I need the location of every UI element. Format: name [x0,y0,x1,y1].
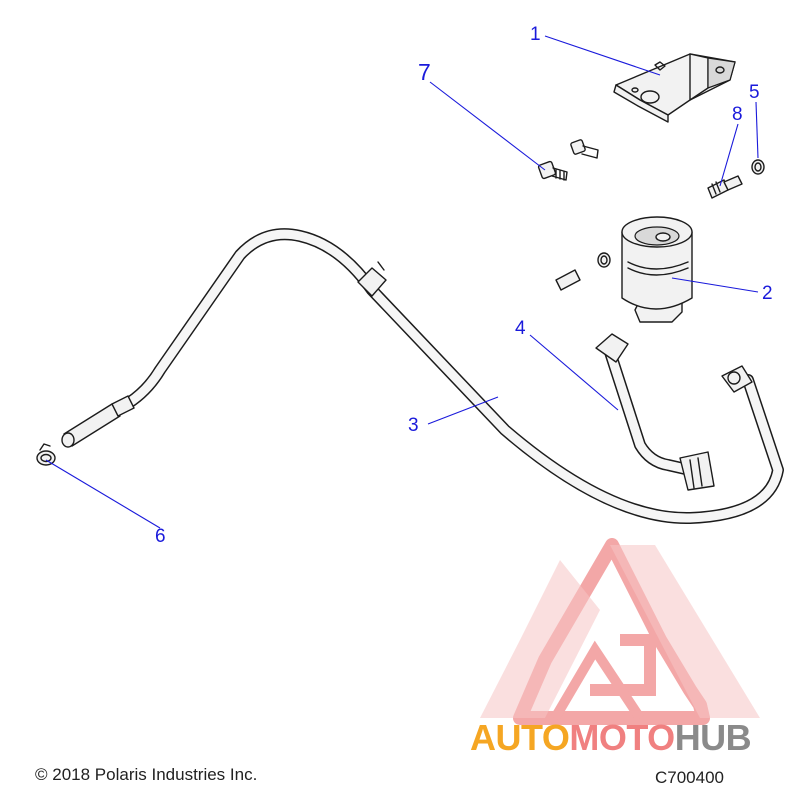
watermark-text: AUTOMOTOHUB [470,717,751,758]
filter-hose-part [595,333,715,491]
leader-5 [755,101,759,159]
leader-1 [544,35,661,76]
watermark-auto: AUTO [470,717,569,758]
leader-7 [429,81,546,171]
callout-1: 1 [530,24,541,45]
callout-4: 4 [515,318,526,339]
fuel-filter-part [555,216,693,323]
leader-lines [45,35,759,529]
hose-clamp-part [36,443,56,466]
callout-numbers: 1 2 3 4 5 6 7 8 [155,24,773,547]
watermark-moto: MOTO [569,717,674,758]
leader-2 [671,277,759,293]
copyright-text: © 2018 Polaris Industries Inc. [35,765,258,784]
watermark-logo [480,538,760,725]
leader-4 [529,334,619,411]
callout-3: 3 [408,415,419,436]
bolt-part [537,139,599,181]
bracket-part [613,53,736,123]
watermark-hub: HUB [675,717,752,758]
fitting-part [707,175,743,199]
callout-6: 6 [155,526,166,547]
callout-2: 2 [762,283,773,304]
leader-3 [427,396,499,425]
fuel-line-part [61,228,784,525]
callout-8: 8 [732,104,743,125]
callout-7: 7 [418,59,431,85]
leader-8 [719,123,739,187]
diagram-code: C700400 [655,768,725,787]
washer-part [751,159,765,175]
leader-6 [45,459,161,529]
callout-5: 5 [749,82,760,103]
